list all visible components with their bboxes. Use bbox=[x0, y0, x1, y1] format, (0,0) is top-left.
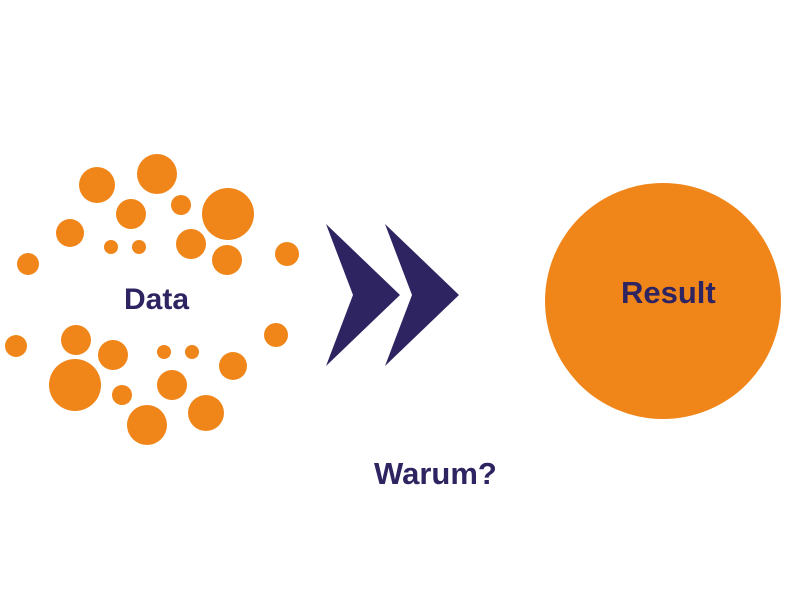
chevron-right-icon bbox=[385, 224, 459, 366]
data-dot bbox=[5, 335, 27, 357]
data-dots-cluster bbox=[5, 154, 299, 445]
data-dot bbox=[17, 253, 39, 275]
chevron-right-icon bbox=[326, 224, 400, 366]
data-dot bbox=[116, 199, 146, 229]
data-dot bbox=[79, 167, 115, 203]
data-label: Data bbox=[124, 283, 190, 316]
data-dot bbox=[185, 345, 199, 359]
data-dot bbox=[157, 345, 171, 359]
data-dot bbox=[219, 352, 247, 380]
data-dot bbox=[176, 229, 206, 259]
data-dot bbox=[275, 242, 299, 266]
data-dot bbox=[157, 370, 187, 400]
data-dot bbox=[56, 219, 84, 247]
data-dot bbox=[212, 245, 242, 275]
data-dot bbox=[127, 405, 167, 445]
result-label: Result bbox=[621, 275, 716, 310]
data-dot bbox=[49, 359, 101, 411]
data-dot bbox=[104, 240, 118, 254]
data-dot bbox=[202, 188, 254, 240]
data-dot bbox=[137, 154, 177, 194]
data-dot bbox=[112, 385, 132, 405]
double-chevron-right-icon bbox=[326, 224, 459, 366]
question-label: Warum? bbox=[374, 456, 497, 491]
data-dot bbox=[171, 195, 191, 215]
data-dot bbox=[98, 340, 128, 370]
result-circle bbox=[545, 183, 781, 419]
data-dot bbox=[188, 395, 224, 431]
data-dot bbox=[132, 240, 146, 254]
data-dot bbox=[264, 323, 288, 347]
data-dot bbox=[61, 325, 91, 355]
